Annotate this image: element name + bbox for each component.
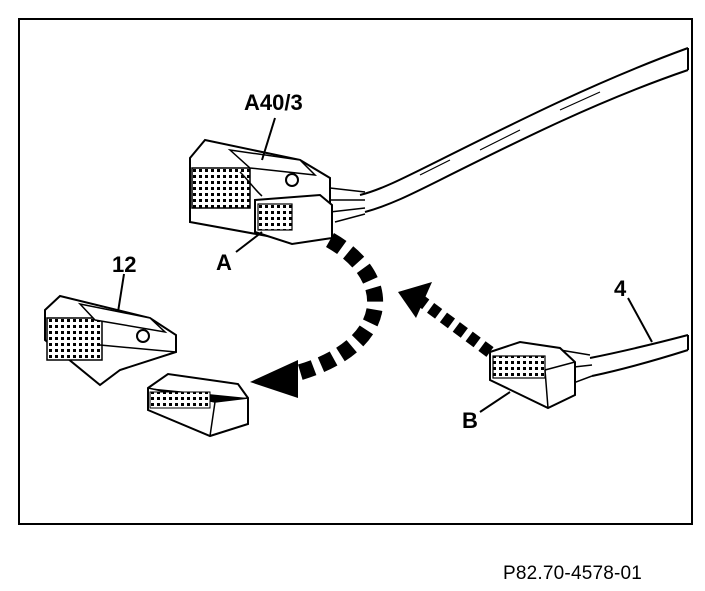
connector-12 bbox=[44, 294, 177, 387]
label-b: B bbox=[462, 408, 478, 433]
leader-lines bbox=[117, 117, 653, 413]
connector-b bbox=[489, 334, 689, 410]
label-12: 12 bbox=[112, 252, 136, 277]
label-a40-3: A40/3 bbox=[244, 90, 303, 115]
label-4: 4 bbox=[614, 276, 627, 301]
removal-arrow bbox=[250, 233, 384, 398]
figure-caption: P82.70-4578-01 bbox=[503, 563, 643, 584]
insertion-arrow bbox=[398, 282, 494, 357]
diagram-frame bbox=[18, 18, 693, 525]
connector-a40-3 bbox=[189, 138, 333, 246]
loose-connector bbox=[147, 372, 249, 438]
label-a: A bbox=[216, 250, 232, 275]
main-cable bbox=[329, 47, 689, 223]
